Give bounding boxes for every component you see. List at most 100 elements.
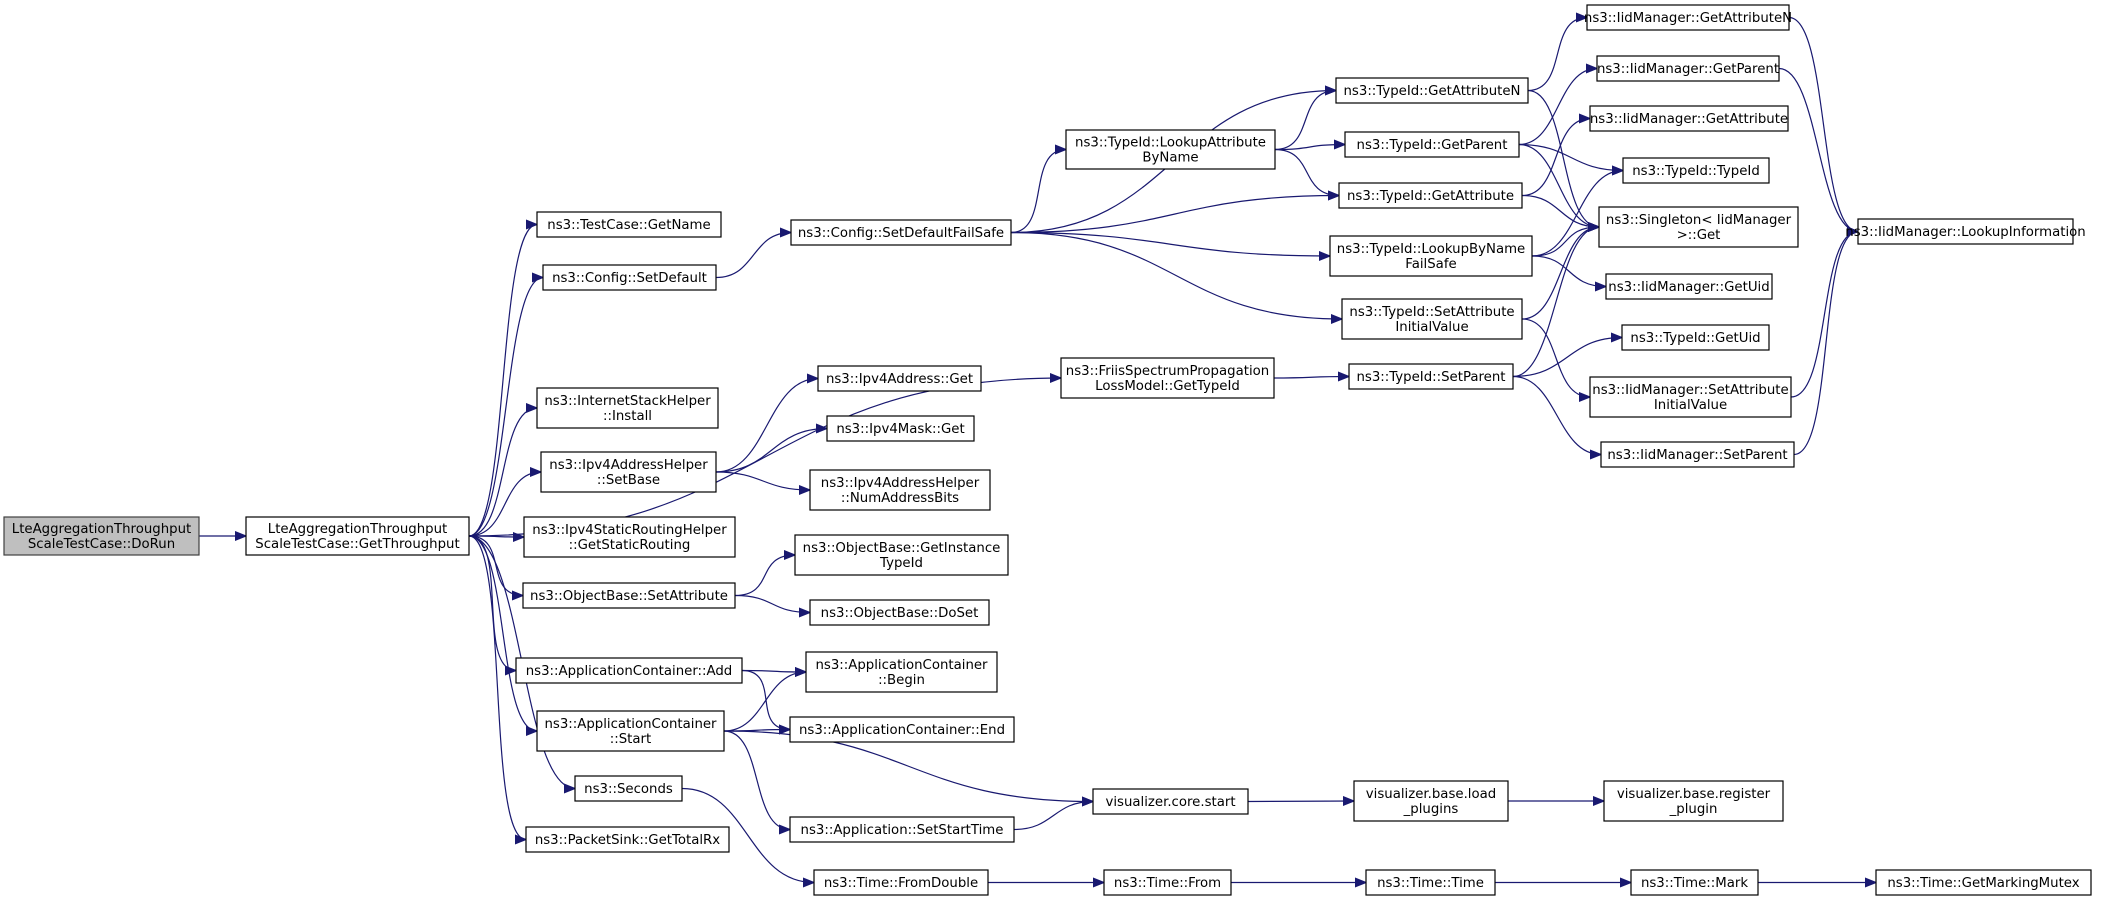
function-node[interactable]: ns3::TypeId::GetUid: [1621, 324, 1770, 351]
function-node[interactable]: ns3::Time::FromDouble: [813, 869, 989, 896]
function-node[interactable]: ns3::TestCase::GetName: [536, 211, 722, 238]
node-label: ns3::IidManager::GetAttributeN: [1584, 11, 1792, 26]
function-node[interactable]: visualizer.core.start: [1092, 788, 1249, 815]
call-edge: [1778, 67, 1859, 232]
node-box: [523, 516, 736, 558]
node-box: [1344, 131, 1520, 158]
edge-arrow: [723, 672, 806, 732]
node-label: ns3::TypeId::TypeId: [1632, 164, 1760, 179]
node-label: ns3::ApplicationContainer::End: [799, 723, 1005, 738]
call-edge: [468, 535, 523, 596]
node-box: [1621, 324, 1770, 351]
call-edge: [1512, 227, 1599, 378]
edge-arrow: [468, 472, 541, 537]
node-label: ns3::ApplicationContainer::Add: [526, 664, 733, 679]
function-node[interactable]: ns3::Ipv4StaticRoutingHelper::GetStaticR…: [523, 516, 736, 558]
node-label: ns3::Time::Mark: [1641, 876, 1748, 891]
function-node[interactable]: ns3::Ipv4AddressHelper::NumAddressBits: [809, 469, 991, 511]
call-edge: [1518, 69, 1597, 146]
function-node[interactable]: LteAggregationThroughputScaleTestCase::G…: [245, 516, 470, 556]
function-node[interactable]: ns3::Config::SetDefaultFailSafe: [790, 219, 1012, 246]
node-box: [1630, 869, 1759, 896]
node-box: [805, 651, 998, 693]
node-label: ns3::FriisSpectrumPropagation: [1066, 364, 1269, 379]
function-node[interactable]: visualizer.base.register_plugin: [1603, 780, 1784, 822]
edge-arrow: [1790, 232, 1859, 398]
function-node[interactable]: ns3::TypeId::GetAttributeN: [1335, 77, 1529, 104]
function-node[interactable]: ns3::TypeId::SetParent: [1348, 363, 1514, 390]
node-label: ns3::ApplicationContainer: [815, 658, 988, 673]
function-node[interactable]: ns3::IidManager::GetAttribute: [1589, 105, 1789, 132]
function-node[interactable]: ns3::Application::SetStartTime: [789, 816, 1015, 843]
call-edge: [715, 379, 818, 473]
node-label: InitialValue: [1654, 398, 1727, 413]
function-node[interactable]: ns3::TypeId::TypeId: [1622, 157, 1770, 184]
function-node[interactable]: ns3::Ipv4Mask::Get: [826, 415, 975, 442]
node-label: ::SetBase: [597, 473, 660, 488]
call-edge: [734, 594, 810, 613]
node-box: [1103, 869, 1232, 896]
function-node[interactable]: ns3::ObjectBase::SetAttribute: [522, 582, 736, 609]
node-box: [574, 775, 683, 802]
edge-arrow: [1010, 150, 1066, 234]
root-function-node[interactable]: LteAggregationThroughputScaleTestCase::D…: [3, 516, 200, 556]
function-node[interactable]: ns3::IidManager::GetUid: [1605, 273, 1773, 300]
edge-arrow: [468, 225, 538, 537]
function-node[interactable]: ns3::Time::Time: [1365, 869, 1496, 896]
function-node[interactable]: ns3::Config::SetDefault: [542, 264, 717, 291]
function-node[interactable]: ns3::IidManager::LookupInformation: [1845, 218, 2086, 245]
node-label: ns3::TypeId::LookupByName: [1337, 242, 1525, 257]
function-node[interactable]: ns3::FriisSpectrumPropagationLossModel::…: [1060, 357, 1275, 399]
node-box: [1060, 357, 1275, 399]
function-node[interactable]: visualizer.base.load_plugins: [1353, 780, 1509, 822]
function-node[interactable]: ns3::ApplicationContainer::Start: [536, 710, 725, 752]
edge-arrow: [1273, 377, 1349, 379]
call-edge: [1273, 377, 1349, 379]
call-edge: [1274, 91, 1336, 151]
node-box: [1092, 788, 1249, 815]
function-node[interactable]: ns3::PacketSink::GetTotalRx: [525, 826, 730, 853]
function-node[interactable]: ns3::Seconds: [574, 775, 683, 802]
function-node[interactable]: ns3::Time::GetMarkingMutex: [1875, 869, 2092, 896]
call-edge: [734, 555, 795, 597]
node-label: ns3::IidManager::SetParent: [1607, 448, 1787, 463]
function-node[interactable]: ns3::Singleton< IidManager>::Get: [1598, 206, 1799, 248]
node-label: ns3::TypeId::GetParent: [1357, 138, 1508, 153]
node-label: ::Start: [610, 732, 651, 747]
function-node[interactable]: ns3::Ipv4Address::Get: [817, 365, 982, 392]
node-box: [1329, 235, 1533, 277]
function-node[interactable]: ns3::ApplicationContainer::Add: [515, 657, 743, 684]
function-node[interactable]: ns3::IidManager::SetParent: [1600, 441, 1795, 468]
function-node[interactable]: ns3::Ipv4AddressHelper::SetBase: [540, 451, 717, 493]
node-box: [1857, 218, 2074, 245]
call-edge: [1531, 227, 1599, 257]
function-node[interactable]: ns3::Time::From: [1103, 869, 1232, 896]
function-node[interactable]: ns3::IidManager::GetAttributeN: [1584, 4, 1792, 31]
edge-arrow: [734, 555, 795, 597]
function-node[interactable]: ns3::IidManager::SetAttributeInitialValu…: [1589, 376, 1792, 418]
function-node[interactable]: ns3::ObjectBase::DoSet: [809, 599, 990, 626]
node-box: [1586, 4, 1790, 31]
function-node[interactable]: ns3::ApplicationContainer::End: [789, 716, 1015, 743]
node-label: ns3::IidManager::GetAttribute: [1590, 112, 1788, 127]
node-box: [794, 534, 1009, 576]
function-node[interactable]: ns3::InternetStackHelper::Install: [536, 387, 719, 429]
call-edge: [1013, 802, 1093, 831]
call-edge: [1010, 231, 1342, 320]
function-node[interactable]: ns3::TypeId::GetAttribute: [1338, 182, 1523, 209]
function-node[interactable]: ns3::ApplicationContainer::Begin: [805, 651, 998, 693]
node-label: ns3::Ipv4AddressHelper: [549, 458, 708, 473]
call-edge: [1518, 143, 1623, 171]
node-box: [1605, 273, 1773, 300]
function-node[interactable]: ns3::IidManager::GetParent: [1596, 55, 1780, 82]
edge-arrow: [1521, 119, 1590, 197]
function-node[interactable]: ns3::Time::Mark: [1630, 869, 1759, 896]
function-node[interactable]: ns3::TypeId::GetParent: [1344, 131, 1520, 158]
node-box: [3, 516, 200, 556]
node-label: ns3::Ipv4Mask::Get: [836, 422, 964, 437]
call-edge: [1010, 196, 1339, 234]
